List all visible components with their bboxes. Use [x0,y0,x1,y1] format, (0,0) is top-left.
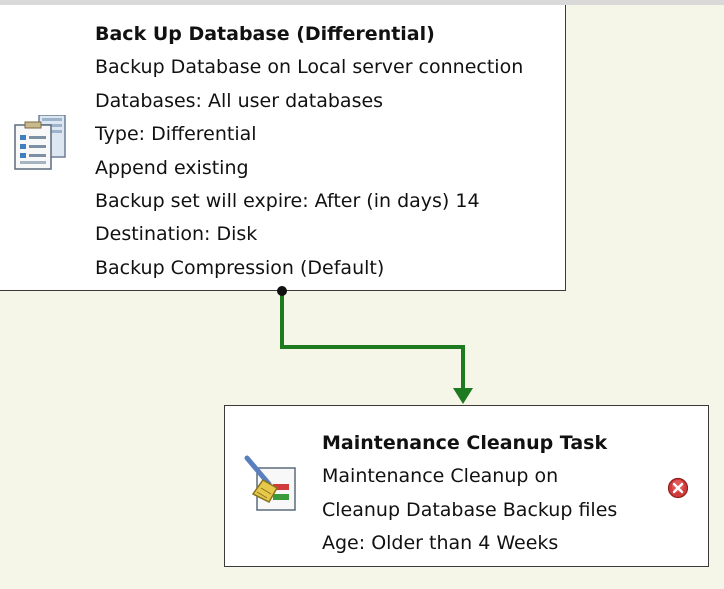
cleanup-task-line: Age: Older than 4 Weeks [322,532,559,555]
backup-task-line: Append existing [95,156,249,179]
backup-task-line: Backup set will expire: After (in days) … [95,190,480,213]
cleanup-task-line: Cleanup Database Backup files [322,498,618,521]
cleanup-task-details: Maintenance Cleanup Task Maintenance Cle… [322,427,617,561]
error-icon[interactable] [667,477,689,503]
backup-task-line: Backup Database on Local server connecti… [95,56,524,79]
backup-database-icon [13,114,69,179]
backup-task-details: Back Up Database (Differential) Backup D… [95,18,523,285]
cleanup-task-title: Maintenance Cleanup Task [322,432,608,454]
maintenance-plan-canvas: Back Up Database (Differential) Backup D… [0,5,724,589]
backup-task-line: Destination: Disk [95,223,258,246]
backup-task-title: Back Up Database (Differential) [95,23,435,45]
backup-task-line: Type: Differential [95,123,257,146]
backup-database-task[interactable]: Back Up Database (Differential) Backup D… [0,5,566,291]
cleanup-broom-icon [243,454,297,516]
backup-task-line: Databases: All user databases [95,89,384,112]
cleanup-task-line: Maintenance Cleanup on [322,465,559,488]
backup-task-line: Backup Compression (Default) [95,256,385,279]
maintenance-cleanup-task[interactable]: Maintenance Cleanup Task Maintenance Cle… [224,405,709,567]
designer-top-strip [0,0,724,5]
